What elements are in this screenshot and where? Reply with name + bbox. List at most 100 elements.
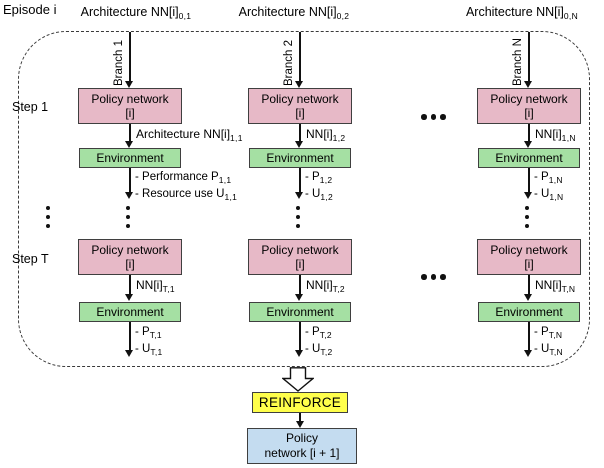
performance-output: - P1,2: [305, 170, 333, 187]
label-text: - U: [305, 343, 321, 355]
arrow-line: [129, 275, 131, 295]
policy-box-line1: Policy network: [490, 91, 568, 106]
label-text: NN[i]: [136, 278, 163, 292]
resource-output: - UT,2: [305, 342, 333, 359]
architecture-input-label: Architecture NN[i]0,1: [81, 5, 192, 21]
dot: [46, 224, 50, 228]
policy-box-line1: Policy network: [91, 242, 169, 257]
dot: [296, 206, 300, 210]
vertical-ellipsis: [525, 206, 529, 233]
label-subscript: 1,1: [224, 192, 238, 202]
branch-column-N: Architecture NN[i]0,N Branch N Policy ne…: [466, 5, 581, 371]
step1-outputs: - P1,N - U1,N: [534, 170, 563, 204]
dot: [296, 215, 300, 219]
environment-box-step1: Environment: [249, 148, 351, 168]
arrow-line: [299, 413, 301, 422]
branch-column-1: Architecture NN[i]0,1 Branch 1 Policy ne…: [78, 5, 242, 371]
arrowhead-icon: [295, 140, 304, 148]
branch-arrow-line: [129, 32, 131, 82]
label-text: NN[i]: [306, 278, 333, 292]
environment-label: Environment: [495, 305, 563, 319]
policy-box-line1: Policy network: [490, 242, 568, 257]
policy-box-line2: [i]: [524, 106, 534, 120]
policy-network-box-stepT: Policy network [i]: [248, 239, 352, 275]
arrowhead-icon: [524, 140, 533, 148]
label-text: - U: [135, 343, 151, 355]
environment-box-stepT: Environment: [79, 302, 181, 322]
resource-output: - UT,N: [534, 342, 563, 359]
stepT-label: Step T: [12, 252, 49, 266]
vertical-ellipsis: [46, 206, 50, 233]
label-subscript: 1,2: [319, 175, 333, 185]
environment-box-step1: Environment: [478, 148, 580, 168]
stepT-outputs: - PT,N - UT,N: [534, 325, 563, 359]
label-subscript: T,2: [320, 347, 333, 357]
dot: [525, 215, 529, 219]
label-subscript: T,1: [149, 330, 162, 340]
label-text: - P: [305, 171, 320, 183]
dot: [430, 114, 436, 120]
stepT-architecture-label: NN[i]T,1: [136, 278, 175, 294]
arrow-line: [528, 168, 530, 193]
arrowhead-icon: [524, 192, 533, 199]
vertical-ellipsis: [296, 206, 300, 233]
step1-outputs: - Performance P1,1 - Resource use U1,1: [135, 170, 237, 204]
dot: [421, 274, 427, 280]
architecture-input-label-subscript: 0,1: [178, 11, 192, 21]
arrow-line: [528, 124, 530, 141]
policy-box-line2: [i]: [295, 257, 305, 271]
branch-arrow-line: [528, 32, 530, 82]
label-subscript: 1,N: [549, 192, 564, 202]
arrow-line: [299, 168, 301, 193]
arrowhead-icon: [295, 192, 304, 199]
architecture-input-label: Architecture NN[i]0,2: [239, 5, 350, 21]
performance-output: - PT,N: [534, 325, 563, 342]
dot: [430, 274, 436, 280]
reinforce-label: REINFORCE: [258, 395, 342, 410]
dot: [421, 114, 427, 120]
dot: [525, 206, 529, 210]
dot: [126, 224, 130, 228]
dot: [440, 114, 446, 120]
step1-outputs: - P1,2 - U1,2: [305, 170, 333, 204]
label-subscript: 1,1: [218, 175, 232, 185]
next-policy-network-box: Policy network [i + 1]: [247, 428, 357, 464]
environment-label: Environment: [96, 305, 164, 319]
block-arrow-icon: [282, 367, 314, 392]
arrow-line: [129, 168, 131, 193]
label-text: - P: [305, 326, 320, 338]
environment-label: Environment: [266, 305, 334, 319]
policy-network-box-stepT: Policy network [i]: [477, 239, 581, 275]
arrowhead-icon: [125, 140, 134, 148]
arrow-line: [528, 275, 530, 295]
arrow-line: [528, 322, 530, 351]
label-subscript: 1,N: [561, 133, 576, 143]
performance-output: - Performance P1,1: [135, 170, 237, 187]
step1-label: Step 1: [12, 100, 49, 114]
step1-architecture-label: NN[i]1,N: [535, 127, 576, 143]
policy-box-line1: Policy network: [261, 242, 339, 257]
reinforce-box: REINFORCE: [252, 392, 348, 413]
performance-output: - PT,1: [135, 325, 163, 342]
branch-label: Branch 1: [113, 39, 125, 86]
label-text: - U: [305, 188, 321, 200]
architecture-input-label-subscript: 0,2: [336, 11, 350, 21]
arrow-line: [299, 322, 301, 351]
environment-box-step1: Environment: [79, 148, 181, 168]
label-subscript: T,1: [162, 284, 175, 294]
horizontal-ellipsis: [421, 274, 446, 280]
label-subscript: T,N: [548, 330, 563, 340]
label-text: NN[i]: [306, 127, 333, 141]
horizontal-ellipsis: [421, 114, 446, 120]
label-text: - P: [534, 326, 549, 338]
stepT-architecture-label: NN[i]T,2: [306, 278, 345, 294]
stepT-architecture-label: NN[i]T,N: [535, 278, 575, 294]
arrow-line: [299, 275, 301, 295]
arrowhead-icon: [295, 81, 304, 88]
dot: [296, 224, 300, 228]
branch-label: Branch N: [512, 38, 524, 86]
architecture-input-label-subscript: 0,N: [563, 11, 579, 21]
label-subscript: 1,2: [320, 192, 334, 202]
resource-output: - U1,N: [534, 187, 563, 204]
label-text: NN[i]: [535, 127, 562, 141]
